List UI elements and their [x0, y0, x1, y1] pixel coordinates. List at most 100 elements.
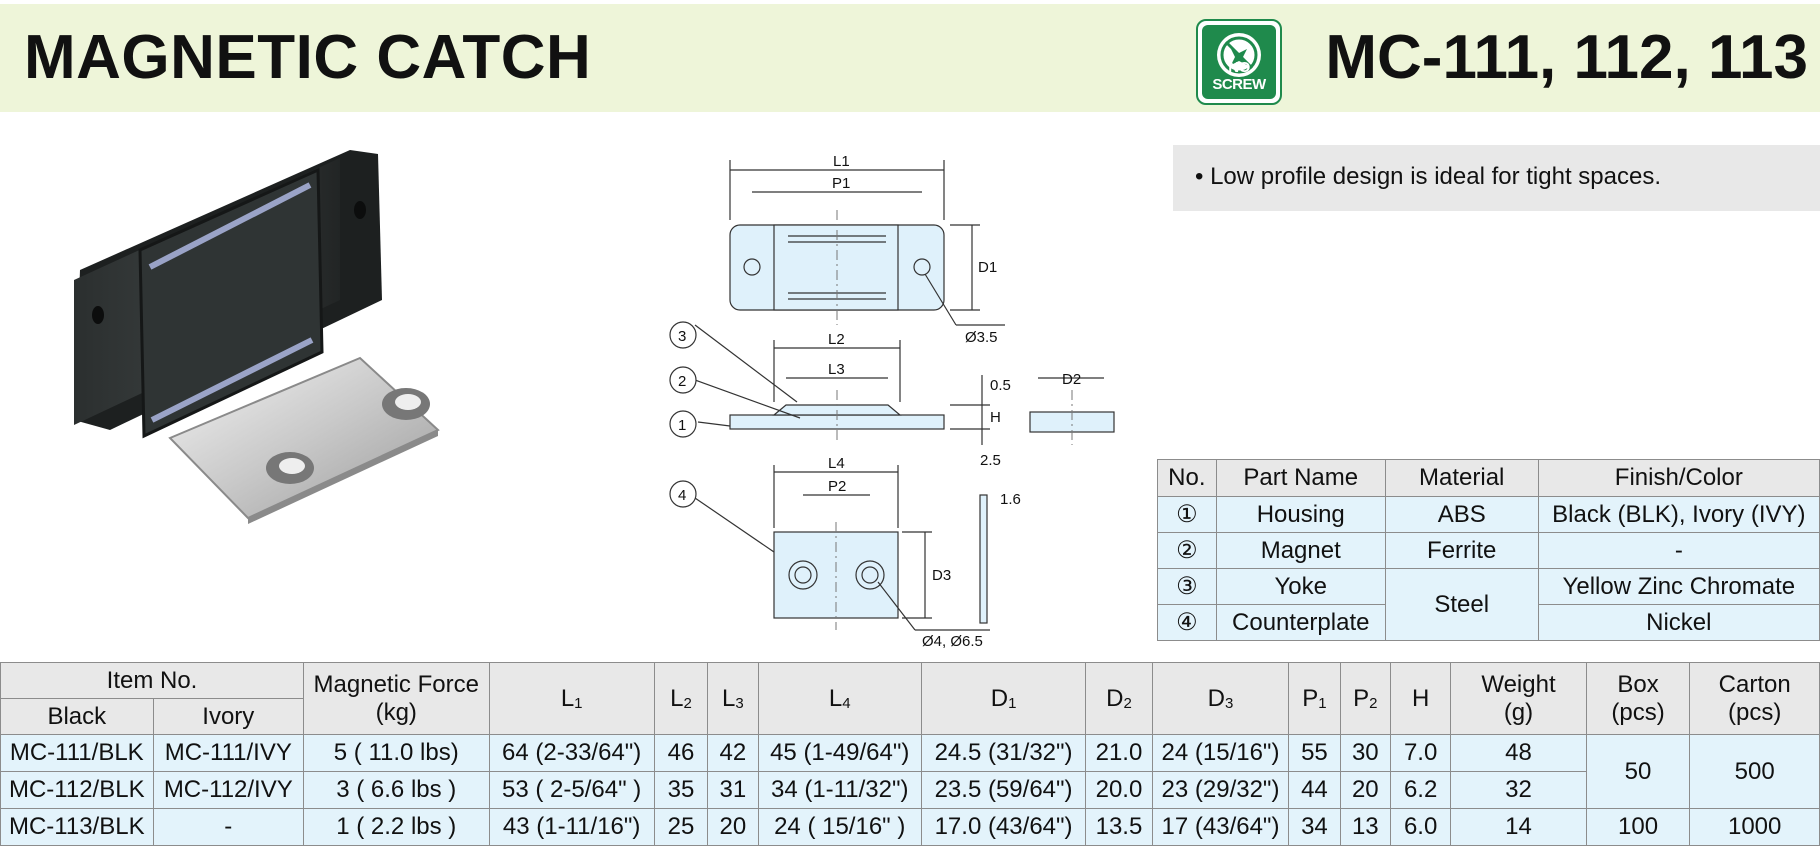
- header-banner: MAGNETIC CATCH NO SCREW MC-111, 112, 113: [0, 4, 1820, 112]
- no-screw-icon: [1217, 33, 1261, 77]
- part-finish: -: [1537, 532, 1820, 569]
- cell-d1: 23.5 (59/64"): [920, 771, 1087, 809]
- cell-weight: 32: [1450, 771, 1587, 809]
- cell-d1: 17.0 (43/64"): [920, 808, 1087, 846]
- header-p2-sub: 2: [1369, 694, 1378, 712]
- cell-box: 50: [1585, 734, 1691, 809]
- header-l2-sub: 2: [683, 694, 692, 712]
- badge-panel: NO SCREW: [1202, 25, 1276, 99]
- dim-hole2: Ø4, Ø6.5: [922, 633, 983, 650]
- part-material: Ferrite: [1384, 532, 1539, 569]
- dim-t16: 1.6: [1000, 491, 1021, 508]
- cell-l4: 45 (1-49/64"): [757, 734, 922, 772]
- cell-carton: 1000: [1689, 808, 1820, 846]
- dim-t25: 2.5: [980, 452, 1001, 469]
- header-l1-sub: 1: [574, 694, 583, 712]
- cell-p1: 34: [1288, 808, 1341, 846]
- feature-box: • Low profile design is ideal for tight …: [1173, 145, 1820, 211]
- header-ivory: Ivory: [152, 698, 305, 735]
- header-carton-unit: (pcs): [1728, 698, 1782, 726]
- header-d2: D2: [1085, 662, 1153, 735]
- header-l3-text: L: [721, 684, 736, 712]
- part-finish: Black (BLK), Ivory (IVY): [1537, 496, 1820, 533]
- table-row: ② Magnet Ferrite -: [1157, 532, 1820, 569]
- callout-2: 2: [678, 373, 686, 390]
- header-p1-text: P: [1302, 684, 1319, 712]
- part-name: Magnet: [1215, 532, 1386, 569]
- parts-header-name: Part Name: [1215, 459, 1386, 497]
- cell-l3: 31: [707, 771, 759, 809]
- table-row: MC-111/BLK MC-111/IVY 5 ( 11.0 lbs) 64 (…: [0, 734, 1820, 809]
- cell-d3: 17 (43/64"): [1151, 808, 1290, 846]
- part-material: ABS: [1384, 496, 1539, 533]
- cell-d3: 23 (29/32"): [1151, 771, 1290, 809]
- header-d1-sub: 1: [1008, 694, 1017, 712]
- dim-d3: D3: [932, 567, 951, 584]
- cell-d1: 24.5 (31/32"): [920, 734, 1087, 772]
- cell-p2: 30: [1339, 734, 1392, 772]
- header-p1: P1: [1288, 662, 1341, 735]
- cell-l3: 20: [707, 808, 759, 846]
- part-finish: Nickel: [1537, 604, 1820, 641]
- spec-subheader-row: Black Ivory: [0, 698, 1820, 735]
- cell-force: 3 ( 6.6 lbs ): [303, 771, 490, 809]
- dim-hole1: Ø3.5: [965, 329, 998, 346]
- header-box: Box(pcs): [1585, 662, 1691, 735]
- header-d3-text: D: [1207, 684, 1225, 712]
- cell-black: MC-111/BLK: [0, 734, 154, 772]
- header-carton-label: Carton: [1718, 670, 1791, 698]
- page-title: MAGNETIC CATCH: [24, 23, 592, 92]
- header-d1: D1: [920, 662, 1087, 735]
- parts-header-material: Material: [1384, 459, 1539, 497]
- table-row: ③ Yoke Steel Yellow Zinc Chromate: [1157, 568, 1820, 641]
- header-l1: L1: [488, 662, 655, 735]
- parts-header-row: No. Part Name Material Finish/Color: [1157, 459, 1820, 497]
- header-l2: L2: [653, 662, 709, 735]
- cell-l4: 34 (1-11/32"): [757, 771, 922, 809]
- header-force-unit: (kg): [375, 698, 417, 726]
- header-l3-sub: 3: [735, 694, 744, 712]
- table-row: MC-113/BLK - 1 ( 2.2 lbs ) 43 (1-11/16")…: [0, 808, 1820, 846]
- dim-l4: L4: [828, 455, 845, 472]
- cell-black: MC-113/BLK: [0, 808, 154, 846]
- table-row: ④ Counterplate Nickel: [1157, 604, 1820, 641]
- cell-l1: 43 (1-11/16"): [488, 808, 655, 846]
- part-no: ③: [1157, 568, 1217, 605]
- dim-p1: P1: [832, 175, 850, 192]
- header-d3-sub: 3: [1224, 694, 1234, 712]
- cell-p2: 13: [1339, 808, 1392, 846]
- header-l4-sub: 4: [842, 694, 851, 712]
- part-no: ②: [1157, 532, 1217, 569]
- header-box-unit: (pcs): [1611, 698, 1665, 726]
- cell-h: 6.2: [1389, 771, 1452, 809]
- cell-p2: 20: [1339, 771, 1392, 809]
- dim-h: H: [990, 409, 1001, 426]
- header-black: Black: [0, 698, 154, 735]
- part-no: ④: [1157, 604, 1217, 641]
- cell-ivory: MC-111/IVY: [152, 734, 305, 772]
- cell-force: 1 ( 2.2 lbs ): [303, 808, 490, 846]
- parts-header-no: No.: [1157, 459, 1217, 497]
- cell-box: 100: [1585, 808, 1691, 846]
- header-l2-text: L: [670, 684, 684, 712]
- header-l1-text: L: [560, 684, 575, 712]
- model-numbers: MC-111, 112, 113: [1325, 23, 1808, 92]
- dim-t05: 0.5: [990, 377, 1011, 394]
- part-name: Yoke: [1215, 568, 1386, 605]
- feature-text: • Low profile design is ideal for tight …: [1195, 163, 1661, 190]
- header-weight: Weight(g): [1450, 662, 1587, 735]
- no-screw-badge: NO SCREW: [1196, 19, 1282, 105]
- callout-1: 1: [678, 417, 686, 434]
- cell-l3: 42: [707, 734, 759, 772]
- cell-d2: 20.0: [1085, 771, 1153, 809]
- cell-d2: 21.0: [1085, 734, 1153, 772]
- dim-l2: L2: [828, 331, 845, 348]
- parts-table: No. Part Name Material Finish/Color ① Ho…: [1157, 459, 1820, 641]
- cell-l1: 64 (2-33/64"): [488, 734, 655, 772]
- callout-4: 4: [678, 487, 686, 504]
- cell-ivory: MC-112/IVY: [152, 771, 305, 809]
- dimension-drawing: L1 P1 D1 Ø3.5 L2 L3 0.5 H 2.5 D2 L4 P2 D…: [650, 150, 1130, 650]
- header-l4: L4: [757, 662, 922, 735]
- header-p2-text: P: [1353, 684, 1370, 712]
- dim-d1: D1: [978, 259, 997, 276]
